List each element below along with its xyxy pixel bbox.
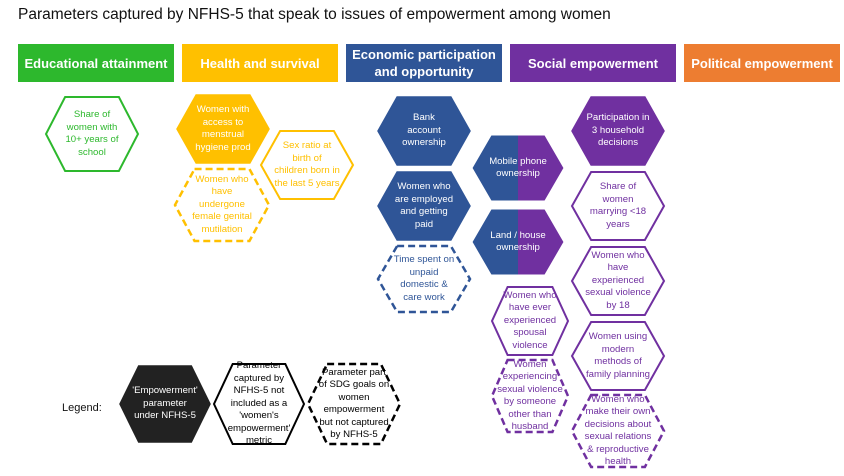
parameter-hexagon-16-text: Women who make their own decisions about… — [584, 393, 652, 468]
page-title: Parameters captured by NFHS-5 that speak… — [18, 6, 611, 23]
parameter-hexagon-12-text: Participation in 3 household decisions — [586, 112, 650, 149]
parameter-hexagon-13-shape — [570, 171, 666, 241]
parameter-hexagon-12-shape — [571, 96, 665, 166]
parameter-hexagon-4-shape — [173, 167, 271, 243]
parameter-hexagon-11-text: Women experiencing sexual violence by so… — [497, 358, 563, 433]
parameter-hexagon-2-shape — [176, 94, 270, 164]
parameter-hexagon-3-text: Sex ratio at birth of children born in t… — [274, 140, 340, 189]
parameter-hexagon-16: Women who make their own decisions about… — [570, 393, 666, 469]
parameter-hexagon-8: Mobile phone ownership — [470, 133, 566, 203]
category-header-5: Political empowerment — [684, 44, 840, 82]
legend-hexagon-3: Parameter part of SDG goals on women emp… — [306, 362, 402, 446]
parameter-hexagon-7-text: Time spent on unpaid domestic & care wor… — [393, 254, 455, 303]
parameter-hexagon-13-text: Share of women marrying <18 years — [589, 181, 647, 230]
parameter-hexagon-8-text: Mobile phone ownership — [489, 155, 547, 180]
parameter-hexagon-2-text: Women with access to menstrual hygiene p… — [195, 104, 251, 153]
parameter-hexagon-15-shape — [570, 321, 666, 391]
parameter-hexagon-5-text: Bank account ownership — [402, 112, 446, 149]
parameter-hexagon-14-shape — [570, 246, 666, 316]
parameter-hexagon-4: Women who have undergone female genital … — [173, 167, 271, 243]
legend-hexagon-1-shape — [119, 365, 211, 443]
parameter-hexagon-3-shape — [259, 130, 355, 200]
parameter-hexagon-10-shape — [490, 286, 570, 356]
legend-hexagon-2: Parameter captured by NFHS-5 not include… — [212, 360, 306, 447]
parameter-hexagon-8-shape — [471, 134, 565, 202]
legend-hexagon-2-shape — [212, 363, 306, 445]
parameter-hexagon-14: Women who have experienced sexual violen… — [570, 245, 666, 317]
parameter-hexagon-9: Land / house ownership — [470, 207, 566, 277]
category-header-3: Economic participation and opportunity — [346, 44, 502, 82]
parameter-hexagon-5-shape — [377, 96, 471, 166]
parameter-hexagon-9-text: Land / house ownership — [490, 229, 546, 254]
parameter-hexagon-5: Bank account ownership — [376, 95, 472, 167]
parameter-hexagon-15: Women using modern methods of family pla… — [570, 320, 666, 392]
category-header-1: Educational attainment — [18, 44, 174, 82]
legend-hexagon-3-shape — [306, 362, 402, 446]
parameter-hexagon-4-text: Women who have undergone female genital … — [192, 173, 252, 235]
parameter-hexagon-10-text: Women who have ever experienced spousal … — [503, 289, 557, 351]
parameter-hexagon-11-shape — [490, 358, 570, 434]
parameter-hexagon-6-text: Women who are employed and getting paid — [394, 181, 454, 230]
category-header-4: Social empowerment — [510, 44, 676, 82]
legend-hexagon-3-text: Parameter part of SDG goals on women emp… — [318, 366, 390, 441]
category-header-2: Health and survival — [182, 44, 338, 82]
parameter-hexagon-2: Women with access to menstrual hygiene p… — [175, 93, 271, 165]
legend-hexagon-1: 'Empowerment' parameter under NFHS-5 — [118, 364, 212, 444]
parameter-hexagon-1: Share of women with 10+ years of school — [44, 95, 140, 173]
parameter-hexagon-10: Women who have ever experienced spousal … — [490, 285, 570, 357]
parameter-hexagon-7-shape — [376, 244, 472, 314]
legend-label: Legend: — [62, 402, 102, 414]
parameter-hexagon-9-shape — [471, 208, 565, 276]
parameter-hexagon-13: Share of women marrying <18 years — [570, 170, 666, 242]
parameter-hexagon-15-text: Women using modern methods of family pla… — [586, 331, 650, 380]
parameter-hexagon-3: Sex ratio at birth of children born in t… — [259, 129, 355, 201]
parameter-hexagon-1-shape — [44, 96, 140, 172]
parameter-hexagon-7: Time spent on unpaid domestic & care wor… — [376, 244, 472, 314]
parameter-hexagon-6-shape — [377, 171, 471, 241]
parameter-hexagon-12: Participation in 3 household decisions — [570, 95, 666, 167]
parameter-hexagon-16-shape — [570, 393, 666, 469]
legend-hexagon-1-text: 'Empowerment' parameter under NFHS-5 — [132, 385, 198, 422]
parameter-hexagon-11: Women experiencing sexual violence by so… — [490, 358, 570, 434]
parameter-hexagon-6: Women who are employed and getting paid — [376, 170, 472, 242]
parameter-hexagon-14-text: Women who have experienced sexual violen… — [585, 249, 651, 311]
legend-hexagon-2-text: Parameter captured by NFHS-5 not include… — [227, 360, 291, 447]
parameter-hexagon-1-text: Share of women with 10+ years of school — [65, 109, 119, 158]
